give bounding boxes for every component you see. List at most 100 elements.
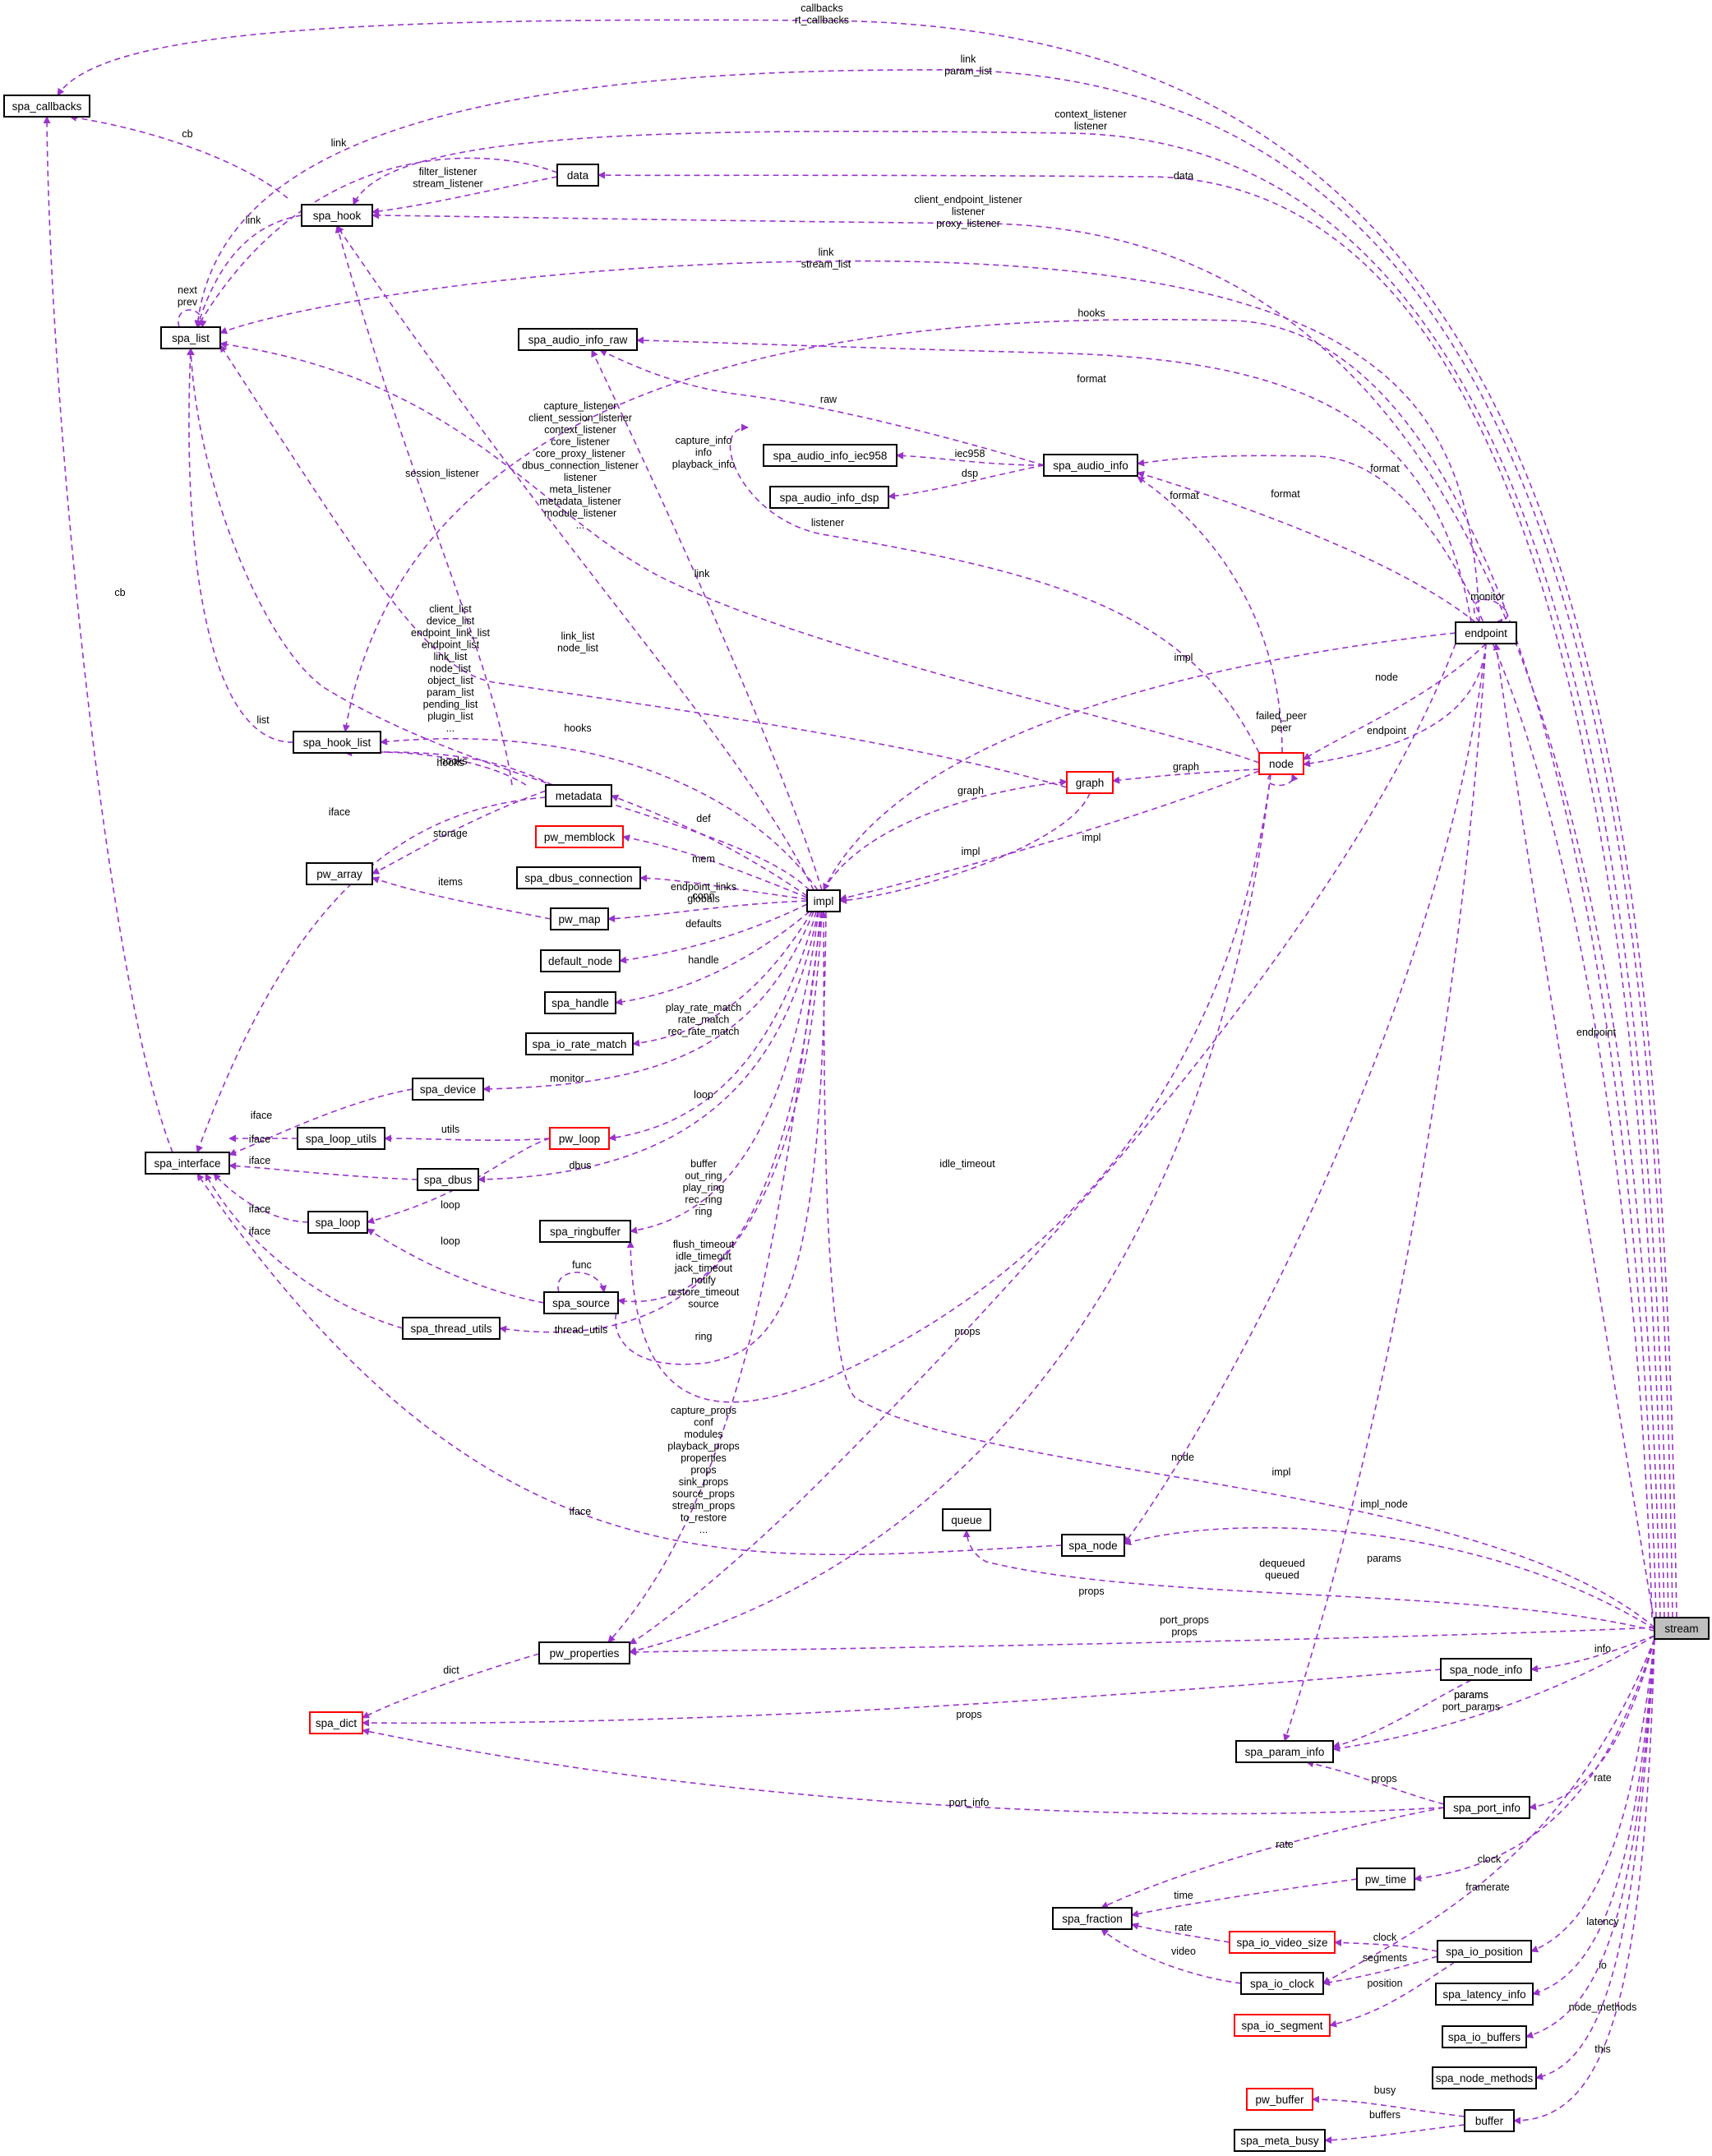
node-pw-time[interactable]: pw_time — [1356, 1867, 1415, 1891]
edge-label-80: info — [1594, 1643, 1611, 1655]
edge-85 — [1529, 1638, 1655, 1811]
edge-label-line: param_list — [427, 687, 474, 699]
node-data[interactable]: data — [556, 164, 599, 187]
edge-label-line: play_ring — [683, 1182, 725, 1193]
node-spa-device[interactable]: spa_device — [412, 1078, 484, 1101]
node-spa-io-rate-match[interactable]: spa_io_rate_match — [525, 1032, 634, 1055]
edge-label-line: loop — [441, 1199, 460, 1211]
edge-label-line: param_list — [944, 66, 992, 77]
node-pw-properties[interactable]: pw_properties — [538, 1641, 630, 1664]
edge-38 — [630, 911, 819, 1235]
edge-label-line: raw — [820, 394, 838, 405]
node-spa-source[interactable]: spa_source — [543, 1291, 619, 1314]
node-endpoint[interactable]: endpoint — [1455, 621, 1517, 644]
edge-label-line: meta_listener — [549, 484, 611, 496]
node-spa-meta-busy[interactable]: spa_meta_busy — [1234, 2129, 1326, 2152]
edge-81 — [1332, 1679, 1472, 1749]
edge-label-17: impl — [1174, 652, 1193, 663]
node-spa-fraction[interactable]: spa_fraction — [1052, 1907, 1133, 1930]
node-spa-handle[interactable]: spa_handle — [544, 991, 616, 1014]
node-box — [417, 1168, 479, 1191]
node-box — [1443, 1796, 1530, 1819]
node-impl[interactable]: impl — [806, 889, 841, 912]
node-spa-latency-info[interactable]: spa_latency_info — [1435, 1983, 1534, 2006]
node-spa-ringbuffer[interactable]: spa_ringbuffer — [539, 1220, 631, 1243]
edge-label-line: items — [438, 876, 463, 888]
edge-29 — [622, 834, 808, 898]
node-box — [1043, 454, 1138, 477]
node-pw-loop[interactable]: pw_loop — [549, 1127, 610, 1150]
node-metadata[interactable]: metadata — [545, 784, 612, 807]
node-spa-loop[interactable]: spa_loop — [307, 1211, 368, 1234]
edge-label-line: link — [246, 215, 262, 226]
edge-label-line: params — [1367, 1553, 1401, 1564]
node-spa-audio-info-iec958[interactable]: spa_audio_info_iec958 — [763, 444, 898, 467]
node-label: node — [1269, 758, 1294, 770]
node-spa-audio-info-dsp[interactable]: spa_audio_info_dsp — [769, 486, 889, 509]
node-spa-io-clock[interactable]: spa_io_clock — [1240, 1972, 1324, 1995]
edge-label-line: clock — [1478, 1854, 1502, 1865]
edge-label-line: listener — [1074, 121, 1107, 132]
edge-label-47: cb — [182, 128, 192, 140]
edge-label-87: time — [1174, 1890, 1193, 1901]
node-spa-port-info[interactable]: spa_port_info — [1443, 1796, 1530, 1819]
node-spa-thread-utils[interactable]: spa_thread_utils — [402, 1317, 501, 1340]
node-box — [556, 164, 599, 187]
node-label: spa_io_segment — [1241, 2020, 1322, 2032]
edge-label-line: port_props — [1160, 1614, 1209, 1626]
node-spa-hook-list[interactable]: spa_hook_list — [293, 731, 381, 754]
node-node[interactable]: node — [1258, 752, 1304, 775]
node-spa-io-position[interactable]: spa_io_position — [1437, 1940, 1532, 1963]
node-pw-map[interactable]: pw_map — [550, 907, 609, 930]
node-spa-dbus-connection[interactable]: spa_dbus_connection — [516, 866, 641, 889]
node-box — [1234, 2129, 1326, 2152]
node-spa-list[interactable]: spa_list — [160, 326, 221, 349]
edge-1 — [194, 69, 1673, 1618]
node-spa-audio-info[interactable]: spa_audio_info — [1043, 454, 1138, 477]
edge-label-line: monitor — [1470, 591, 1505, 602]
node-spa-io-segment[interactable]: spa_io_segment — [1234, 2014, 1331, 2037]
edge-label-line: globals — [687, 893, 720, 905]
node-stream[interactable]: stream — [1654, 1617, 1710, 1640]
node-spa-io-video-size[interactable]: spa_io_video_size — [1229, 1931, 1336, 1954]
node-spa-node-info[interactable]: spa_node_info — [1440, 1658, 1532, 1681]
node-spa-callbacks[interactable]: spa_callbacks — [3, 95, 90, 118]
node-label: impl — [814, 895, 834, 907]
node-buffer[interactable]: buffer — [1464, 2109, 1515, 2132]
node-spa-param-info[interactable]: spa_param_info — [1235, 1740, 1334, 1763]
node-label: spa_node_methods — [1436, 2072, 1534, 2084]
node-pw-array[interactable]: pw_array — [306, 862, 373, 885]
node-pw-buffer[interactable]: pw_buffer — [1246, 2088, 1313, 2111]
node-spa-node-methods[interactable]: spa_node_methods — [1432, 2066, 1537, 2089]
node-queue[interactable]: queue — [942, 1508, 991, 1531]
edge-label-89: framerate — [1465, 1881, 1510, 1893]
edge-label-line: impl_node — [1360, 1498, 1408, 1510]
edge-label-line: dsp — [962, 468, 978, 479]
edge-41 — [611, 911, 827, 1365]
node-spa-dbus[interactable]: spa_dbus — [417, 1168, 479, 1191]
node-spa-io-buffers[interactable]: spa_io_buffers — [1442, 2025, 1527, 2048]
node-graph[interactable]: graph — [1066, 771, 1114, 794]
node-pw-memblock[interactable]: pw_memblock — [535, 825, 624, 848]
edge-72 — [819, 911, 1655, 1628]
edge-97 — [1525, 1638, 1655, 2038]
node-spa-audio-info-raw[interactable]: spa_audio_info_raw — [518, 328, 638, 351]
node-spa-node[interactable]: spa_node — [1061, 1534, 1125, 1557]
node-label: spa_dict — [316, 1717, 358, 1729]
node-spa-loop-utils[interactable]: spa_loop_utils — [297, 1127, 385, 1150]
node-box — [1052, 1907, 1133, 1930]
edge-label-line: format — [1077, 373, 1106, 385]
node-box — [1442, 2025, 1527, 2048]
edge-label-line: graph — [958, 785, 984, 796]
node-spa-hook[interactable]: spa_hook — [301, 204, 373, 227]
edge-label-70: endpoint — [1576, 1027, 1616, 1038]
node-default-node[interactable]: default_node — [540, 949, 621, 972]
edge-label-65: loop — [441, 1199, 460, 1211]
node-box — [543, 1291, 619, 1314]
node-spa-interface[interactable]: spa_interface — [145, 1152, 230, 1175]
node-spa-dict[interactable]: spa_dict — [309, 1711, 363, 1734]
node-label: pw_loop — [559, 1133, 600, 1145]
node-label: spa_callbacks — [12, 100, 82, 113]
